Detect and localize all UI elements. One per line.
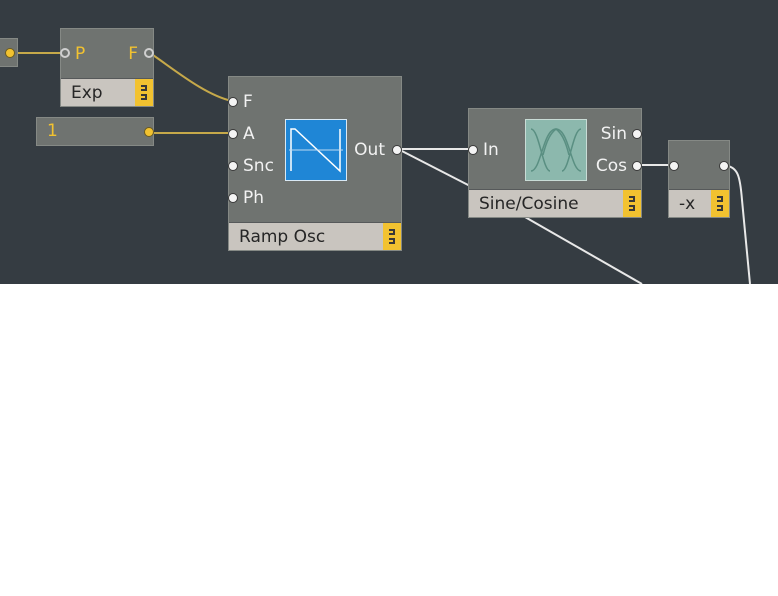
negate-titlebar[interactable]: -x <box>669 189 729 217</box>
negate-title: -x <box>679 194 696 214</box>
constant-output-port[interactable] <box>144 127 154 137</box>
negate-module[interactable]: -x <box>668 140 730 218</box>
negate-menu-button[interactable] <box>711 190 729 217</box>
partial-module[interactable] <box>0 38 18 67</box>
ramp-menu-button[interactable] <box>383 223 401 250</box>
exp-title: Exp <box>71 83 103 103</box>
menu-bracket-icon <box>717 205 723 211</box>
ramp-input-port-snc[interactable] <box>228 161 238 171</box>
negate-input-port[interactable] <box>669 161 679 171</box>
exp-menu-button[interactable] <box>135 79 153 106</box>
ramp-input-port-ph[interactable] <box>228 193 238 203</box>
sine-output-label-sin: Sin <box>600 124 627 144</box>
wire-ramp-offscreen[interactable] <box>397 148 473 188</box>
exp-output-port-f[interactable] <box>144 48 154 58</box>
menu-bracket-icon <box>141 85 147 91</box>
sine-cosine-icon <box>525 119 587 181</box>
sine-output-port-cos[interactable] <box>632 161 642 171</box>
menu-bracket-icon <box>629 205 635 211</box>
exp-module[interactable]: P F Exp <box>60 28 154 107</box>
sine-titlebar[interactable]: Sine/Cosine <box>469 189 641 217</box>
ramp-wave-icon <box>285 119 347 181</box>
sine-output-label-cos: Cos <box>595 156 627 176</box>
ramp-output-port[interactable] <box>392 145 402 155</box>
sine-title: Sine/Cosine <box>479 194 579 214</box>
ramp-input-label-ph: Ph <box>243 188 265 208</box>
menu-bracket-icon <box>629 196 635 202</box>
wire-ramp-offscreen-lower[interactable] <box>524 216 643 284</box>
partial-output-port[interactable] <box>5 48 15 58</box>
ramp-input-label-snc: Snc <box>243 156 274 176</box>
wire-layer <box>13 52 751 284</box>
constant-value[interactable]: 1 <box>47 121 58 141</box>
negate-output-port[interactable] <box>719 161 729 171</box>
exp-titlebar[interactable]: Exp <box>61 78 153 106</box>
ramp-titlebar[interactable]: Ramp Osc <box>229 222 401 250</box>
sine-output-port-sin[interactable] <box>632 129 642 139</box>
ramp-input-label-f: F <box>243 92 253 112</box>
ramp-input-port-f[interactable] <box>228 97 238 107</box>
ramp-output-label: Out <box>354 140 385 160</box>
wire-exp-to-ramp-f[interactable] <box>149 52 233 102</box>
ramp-osc-module[interactable]: F A Snc Ph Out Ramp Osc <box>228 76 402 251</box>
exp-input-label: P <box>75 44 86 64</box>
ramp-input-port-a[interactable] <box>228 129 238 139</box>
sine-cosine-module[interactable]: In Sin Cos Sine/Cosine <box>468 108 642 218</box>
menu-bracket-icon <box>389 238 395 244</box>
sine-input-port[interactable] <box>468 145 478 155</box>
sine-menu-button[interactable] <box>623 190 641 217</box>
menu-bracket-icon <box>717 196 723 202</box>
constant-module[interactable]: 1 <box>36 117 154 146</box>
patch-canvas[interactable]: P F Exp 1 F A Snc Ph Out Ramp Osc <box>0 0 778 284</box>
ramp-title: Ramp Osc <box>239 227 326 247</box>
ramp-input-label-a: A <box>243 124 255 144</box>
menu-bracket-icon <box>389 229 395 235</box>
exp-input-port-p[interactable] <box>60 48 70 58</box>
exp-output-label: F <box>128 44 138 64</box>
sine-input-label: In <box>483 140 499 160</box>
menu-bracket-icon <box>141 94 147 100</box>
